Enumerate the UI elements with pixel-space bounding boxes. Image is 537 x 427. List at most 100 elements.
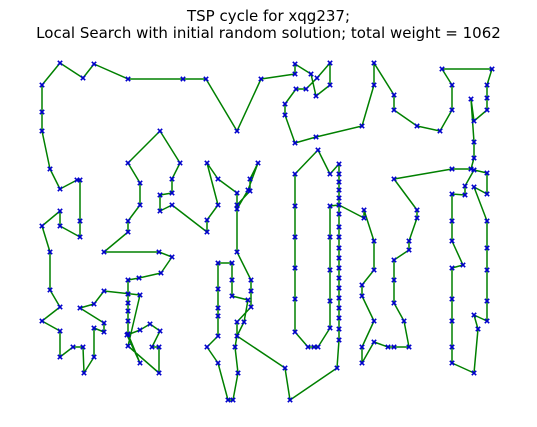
city-node	[77, 234, 83, 240]
city-node	[462, 183, 468, 189]
city-node	[230, 397, 236, 403]
city-node	[255, 160, 261, 166]
city-node	[225, 397, 231, 403]
city-node	[471, 139, 477, 145]
city-node	[385, 344, 391, 350]
city-node	[204, 217, 210, 223]
city-node	[70, 344, 76, 350]
city-node	[359, 293, 365, 299]
city-node	[361, 215, 367, 221]
city-node	[471, 312, 477, 318]
city-node	[406, 344, 412, 350]
city-node	[80, 75, 86, 81]
city-node	[391, 107, 397, 113]
city-node	[484, 218, 490, 224]
city-node	[471, 167, 477, 173]
city-node	[235, 370, 241, 376]
tour-cycle-4	[451, 169, 488, 374]
city-node	[245, 187, 251, 193]
city-node	[391, 344, 397, 350]
city-node	[391, 176, 397, 182]
city-node	[147, 321, 153, 327]
city-node	[391, 277, 397, 283]
city-node	[234, 249, 240, 255]
city-node	[149, 344, 155, 350]
city-node	[101, 249, 107, 255]
city-node	[414, 123, 420, 129]
city-node	[468, 96, 474, 102]
city-node	[124, 332, 130, 338]
city-node	[282, 112, 288, 118]
city-node	[157, 128, 163, 134]
city-node	[137, 360, 143, 366]
city-node	[336, 285, 342, 291]
city-node	[241, 319, 247, 325]
city-node	[125, 277, 131, 283]
city-node	[47, 287, 53, 293]
city-node	[371, 82, 377, 88]
city-node	[406, 247, 412, 253]
city-node	[449, 107, 455, 113]
city-node	[101, 320, 107, 326]
city-node	[234, 333, 240, 339]
city-node	[327, 203, 333, 209]
city-node	[449, 318, 455, 324]
city-node	[125, 291, 131, 297]
city-node	[157, 192, 163, 198]
city-node	[336, 337, 342, 343]
city-node	[391, 92, 397, 98]
city-node	[158, 270, 164, 276]
city-node	[57, 60, 63, 66]
city-node	[449, 344, 455, 350]
city-node	[287, 397, 293, 403]
city-node	[47, 249, 53, 255]
city-node	[311, 344, 317, 350]
city-node	[91, 301, 97, 307]
city-node	[327, 82, 333, 88]
city-node	[292, 265, 298, 271]
city-node	[215, 286, 221, 292]
city-node	[484, 95, 490, 101]
city-node	[336, 245, 342, 251]
city-node	[204, 344, 210, 350]
city-node	[215, 333, 221, 339]
city-node	[77, 305, 83, 311]
city-node	[80, 344, 86, 350]
city-node	[215, 360, 221, 366]
city-node	[484, 191, 490, 197]
city-node	[391, 300, 397, 306]
city-node	[125, 300, 131, 306]
city-node	[336, 315, 342, 321]
city-node	[437, 128, 443, 134]
city-node	[81, 370, 87, 376]
city-node	[57, 354, 63, 360]
city-node	[489, 66, 495, 72]
city-node	[314, 75, 320, 81]
city-node	[292, 296, 298, 302]
city-node	[484, 298, 490, 304]
city-node	[371, 60, 377, 66]
city-node	[336, 275, 342, 281]
city-node	[169, 254, 175, 260]
city-node	[449, 265, 455, 271]
city-node	[101, 288, 107, 294]
tour-cycle-2	[236, 162, 259, 210]
city-node	[327, 234, 333, 240]
city-node	[327, 171, 333, 177]
city-node	[305, 344, 311, 350]
city-node	[449, 82, 455, 88]
city-node	[234, 319, 240, 325]
city-node	[248, 288, 254, 294]
city-node	[361, 207, 367, 213]
city-node	[57, 304, 63, 310]
city-node	[359, 123, 365, 129]
city-node	[336, 161, 342, 167]
city-node	[292, 329, 298, 335]
city-node	[471, 370, 477, 376]
city-node	[359, 360, 365, 366]
city-node	[125, 308, 131, 314]
city-node	[292, 61, 298, 67]
city-node	[169, 176, 175, 182]
city-node	[57, 208, 63, 214]
city-node	[336, 171, 342, 177]
